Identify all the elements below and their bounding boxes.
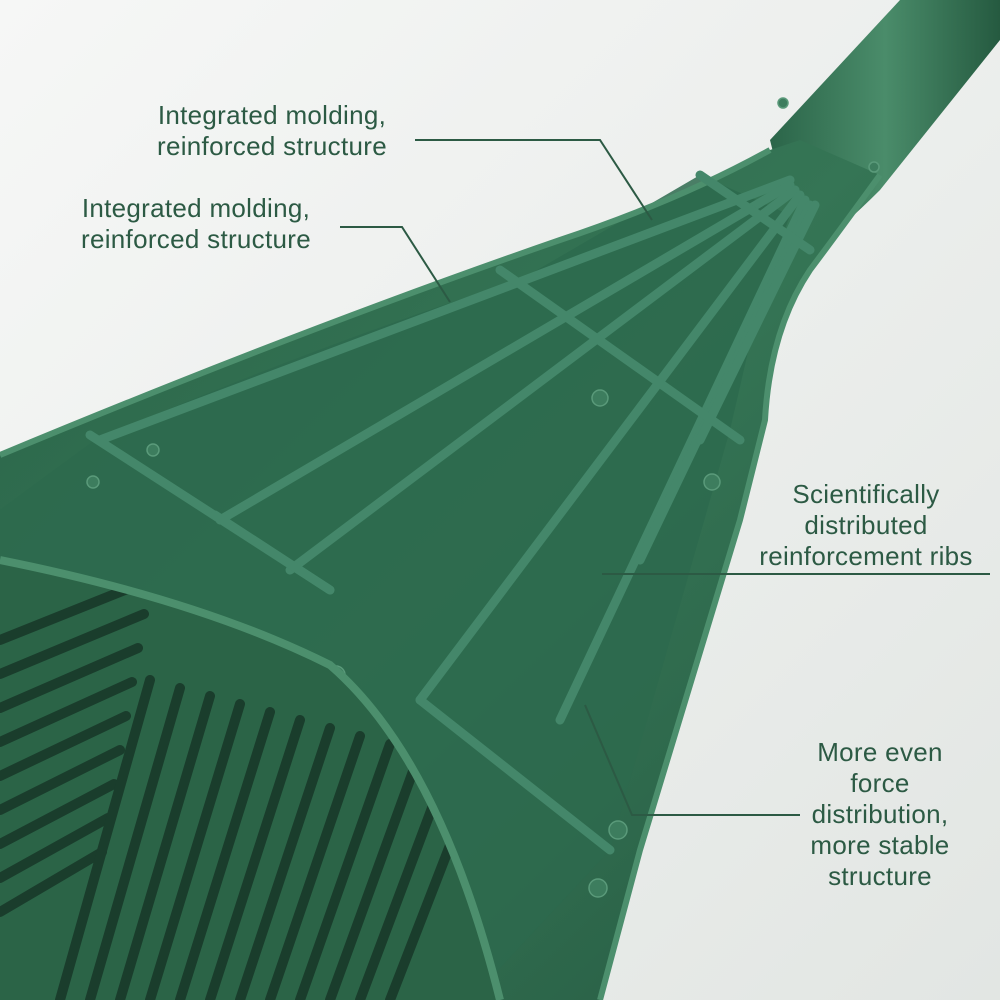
sifting-slot — [0, 779, 119, 849]
callout-integrated-molding-top: Integrated molding, reinforced structure — [132, 100, 412, 162]
sifting-slot — [0, 609, 149, 679]
sifting-slot — [85, 683, 185, 1000]
callout-line: Integrated molding, — [81, 193, 311, 223]
sifting-slot — [115, 691, 215, 1000]
rim-edge-right — [597, 173, 883, 1000]
callout-line: reinforced structure — [81, 224, 311, 254]
sifting-slot — [0, 643, 143, 713]
callout-reinforcement-ribs: Scientifically distributed reinforcement… — [746, 479, 986, 572]
leader-line-2 — [340, 226, 451, 303]
sifting-slot — [0, 677, 137, 747]
sifting-slot — [0, 711, 131, 781]
callout-line: distributed — [804, 510, 928, 540]
callout-line: reinforced structure — [157, 131, 387, 161]
callout-line: More even — [817, 737, 943, 767]
callout-force-distribution: More even force distribution, more stabl… — [790, 737, 970, 892]
callout-line: structure — [828, 861, 932, 891]
sifting-slot — [235, 723, 335, 1000]
sifting-slot — [265, 731, 365, 1000]
scoop-arc — [0, 556, 504, 1000]
sifting-slot — [295, 739, 395, 1000]
sifting-slot — [175, 707, 275, 1000]
callout-leader-lines — [340, 139, 990, 816]
callout-line: Integrated molding, — [157, 100, 387, 130]
callout-line: more stable — [810, 830, 950, 860]
cross-ribs — [85, 170, 815, 855]
leader-line-4 — [584, 704, 800, 816]
sifting-slot — [205, 715, 305, 1000]
callout-line: distribution, — [811, 799, 949, 829]
sifting-slot — [0, 813, 113, 883]
reinforcement-ribs — [95, 175, 820, 725]
leader-line-1 — [415, 139, 653, 221]
callout-line: Scientifically — [792, 479, 940, 509]
sifting-slot — [0, 847, 107, 917]
callout-line: force — [850, 768, 910, 798]
callout-line: reinforcement ribs — [759, 541, 973, 571]
sifting-slot — [55, 675, 155, 1000]
sifting-slot — [145, 699, 245, 1000]
sifting-slot — [325, 747, 425, 1000]
callout-integrated-molding-left: Integrated molding, reinforced structure — [60, 193, 332, 255]
rim-edge — [0, 147, 772, 458]
sifting-slot — [0, 745, 125, 815]
